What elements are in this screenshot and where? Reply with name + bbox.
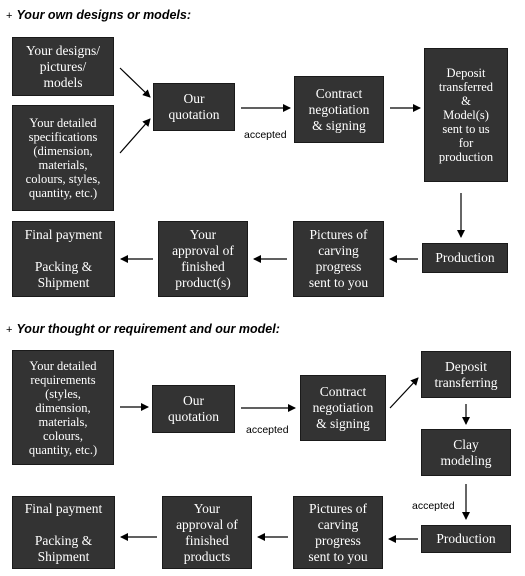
box-detailed-requirements: Your detailed requirements (styles, dime… [12,350,114,465]
box-production: Production [421,525,511,553]
section-2-title: Your thought or requirement and our mode… [16,322,280,336]
box-our-quotation: Our quotation [153,83,235,131]
arrow [119,118,151,154]
accepted-label: accepted [244,129,287,141]
box-contract-negotiation: Contract negotiation & signing [294,76,384,143]
box-your-designs: Your designs/ pictures/ models [12,37,114,96]
box-deposit-transferring: Deposit transferring [421,351,511,398]
box-production: Production [422,243,508,273]
section-1-title: Your own designs or models: [16,8,191,22]
section-2-heading: +Your thought or requirement and our mod… [6,322,280,336]
accepted-label: accepted [246,424,289,436]
accepted-label: accepted [412,500,455,512]
box-contract-negotiation: Contract negotiation & signing [300,375,386,441]
section-1-heading: +Your own designs or models: [6,8,191,22]
plus-bullet: + [6,324,13,336]
box-your-approval: Your approval of finished product(s) [158,221,248,297]
plus-bullet: + [6,10,13,22]
box-final-payment: Final payment Packing & Shipment [12,496,115,569]
box-our-quotation: Our quotation [152,385,235,433]
arrow [389,377,419,409]
arrow [119,67,151,98]
box-deposit-transferred: Deposit transferred & Model(s) sent to u… [424,48,508,182]
box-your-approval: Your approval of finished products [162,496,252,569]
box-clay-modeling: Clay modeling [421,429,511,476]
box-final-payment: Final payment Packing & Shipment [12,221,115,297]
box-detailed-specifications: Your detailed specifications (dimension,… [12,105,114,211]
box-pictures-of-progress: Pictures of carving progress sent to you [293,496,383,569]
box-pictures-of-progress: Pictures of carving progress sent to you [293,221,384,297]
